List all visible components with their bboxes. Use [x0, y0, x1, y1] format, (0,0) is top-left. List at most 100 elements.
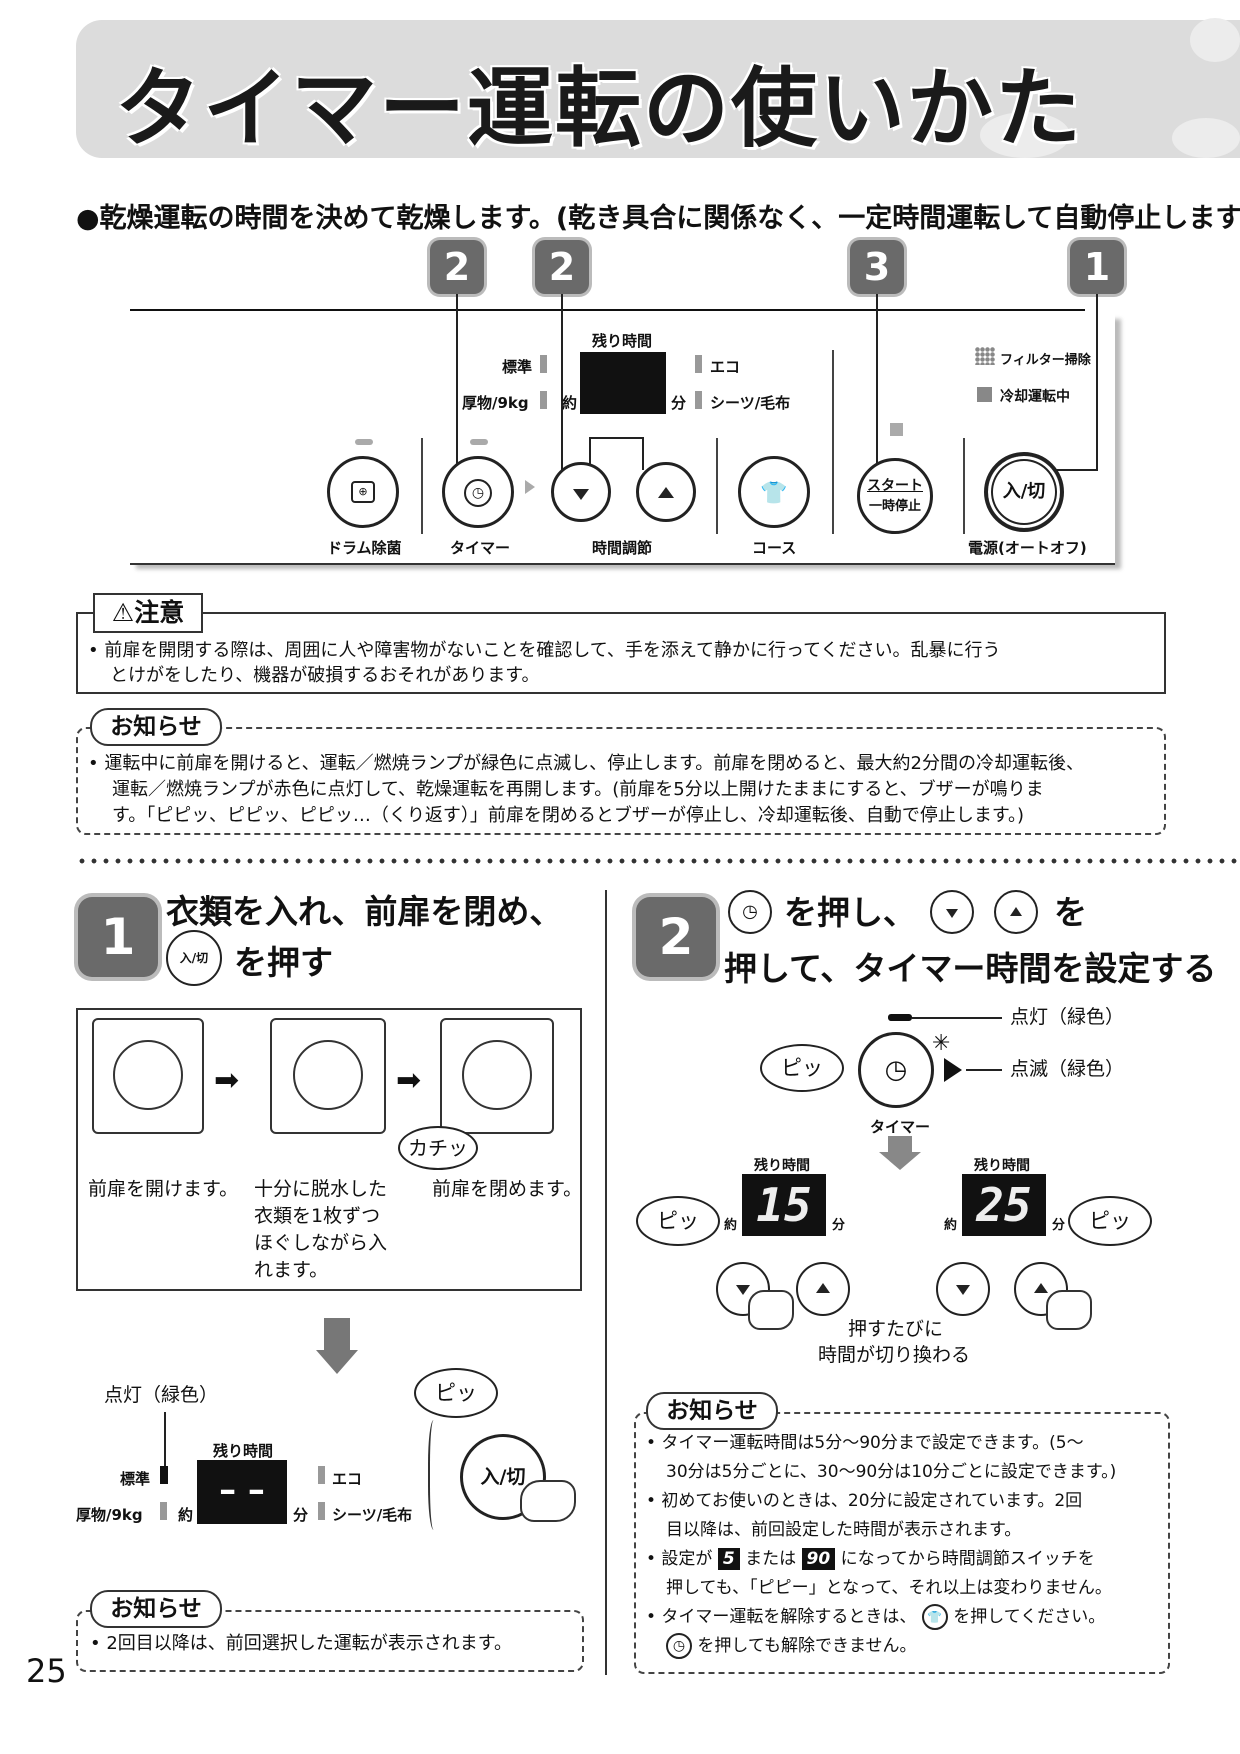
step-1-caption-1: 前扉を開けます。	[88, 1178, 239, 1200]
timer-icon-inline: ◷	[728, 890, 772, 934]
time-down-button-2b	[936, 1262, 990, 1316]
approx-label-3: 約	[724, 1218, 738, 1233]
blink-rays-icon: ✳	[932, 1031, 951, 1056]
step-badge-2b: 2	[535, 240, 589, 294]
step-1-notice-box	[76, 1610, 584, 1672]
mini-display-5: 5	[717, 1548, 740, 1570]
down-arrow-icon-head	[316, 1350, 358, 1374]
blink-arrow-icon	[944, 1058, 962, 1082]
power-button[interactable]: 入/切	[984, 452, 1064, 532]
triangle-up-icon	[1034, 1283, 1048, 1293]
minutes-label-4: 分	[1052, 1218, 1066, 1233]
step-1-title-2: を押す	[234, 943, 333, 982]
lit-green-label: 点灯（緑色）	[104, 1384, 219, 1406]
dryer-illustration	[270, 1018, 386, 1134]
approx-label-4: 約	[944, 1218, 958, 1233]
step-2-notice-2b: 目以降は、前回設定した時間が表示されます。	[666, 1520, 1022, 1540]
dotted-separator	[76, 857, 1240, 865]
leader-line	[912, 1017, 1002, 1019]
display-15: 15	[742, 1174, 826, 1236]
display-dash: – –	[219, 1470, 265, 1510]
step-1-illustration-box	[76, 1008, 582, 1291]
course-std-label: 標準	[502, 358, 533, 376]
blink-green-label: 点滅（緑色）	[1010, 1058, 1125, 1080]
finger-icon	[520, 1480, 576, 1522]
cloud-decoration	[1190, 18, 1240, 62]
step-2-title-3: 押して、タイマー時間を設定する	[724, 949, 1217, 988]
page-number: 25	[26, 1652, 67, 1690]
course-std-label-2: 標準	[120, 1470, 151, 1488]
course-thick-indicator	[540, 391, 547, 409]
step-2-notice-4a: • タイマー運転を解除するときは、 👕 を押してください。	[646, 1604, 1105, 1631]
timer-button[interactable]: ◷	[442, 456, 514, 528]
display-25: 25	[962, 1174, 1046, 1236]
page-title: タイマー運転の使いかた	[115, 59, 1083, 159]
eco-indicator	[695, 355, 702, 373]
notice-tag: お知らせ	[90, 708, 222, 746]
notice-line-1: • 運転中に前扉を開けると、運転／燃焼ランプが緑色に点滅し、停止します。前扉を閉…	[88, 753, 1085, 774]
step-1-notice-text: • 2回目以降は、前回選択した運転が表示されます。	[90, 1633, 512, 1654]
lead-text: ●乾燥運転の時間を決めて乾燥します。(乾き具合に関係なく、一定時間運転して自動停…	[76, 203, 1240, 234]
finger-icon	[748, 1290, 794, 1330]
timer-icon-inline-2: ◷	[666, 1633, 692, 1659]
timer-label-2: タイマー	[870, 1118, 931, 1136]
cloud-decoration	[1172, 118, 1240, 158]
step-1-caption-2c: ほぐしながら入	[254, 1232, 388, 1254]
mini-display-90: 90	[801, 1548, 836, 1570]
dryer-illustration	[440, 1018, 554, 1134]
time-up-button[interactable]	[636, 462, 696, 522]
remain-label: 残り時間	[592, 332, 653, 350]
step-2-badge: 2	[636, 897, 716, 977]
step-1-caption-2b: 衣類を1枚ずつ	[254, 1205, 381, 1227]
down-arrow-icon	[324, 1318, 350, 1354]
notice-line-3: す。「ピピッ、ピピッ、ピピッ…（くり返す）」前扉を閉めるとブザーが停止し、冷却運…	[112, 805, 1025, 826]
caution-text-1: • 前扉を開閉する際は、周囲に人や障害物がないことを確認して、手を添えて静かに行…	[88, 640, 1001, 661]
eco-label: エコ	[710, 358, 741, 376]
sheets-indicator-2	[318, 1502, 325, 1520]
time-adjust-label: 時間調節	[592, 539, 653, 557]
drum-sterilize-button[interactable]: ⊕	[327, 456, 399, 528]
step-2-notice-1a: • タイマー運転時間は5分～90分まで設定できます。(5～	[646, 1433, 1084, 1453]
course-button[interactable]: 👕	[738, 456, 810, 528]
course-icon-inline: 👕	[921, 1604, 948, 1630]
power-icon-label: 入/切	[179, 951, 209, 965]
timer-icon: ◷	[464, 479, 492, 507]
time-down-button[interactable]	[551, 462, 611, 522]
course-label: コース	[752, 539, 797, 557]
step-2-notice-4b: ◷ を押しても解除できません。	[666, 1633, 917, 1660]
power-button-icon: 入/切	[166, 930, 222, 986]
remain-label-2: 残り時間	[213, 1442, 274, 1460]
step-1-notice-tag: お知らせ	[90, 1590, 222, 1628]
notice-3-mid: または	[745, 1549, 797, 1569]
triangle-down-icon	[736, 1285, 750, 1295]
eco-label-2: エコ	[332, 1470, 363, 1488]
step-2-notice-tag: お知らせ	[646, 1392, 778, 1430]
start-pause-button[interactable]: スタート 一時停止	[857, 458, 933, 534]
minutes-label: 分	[671, 394, 687, 412]
remain-label-3: 残り時間	[754, 1158, 810, 1174]
step-1-title-1: 衣類を入れ、前扉を閉め、	[166, 892, 563, 931]
down-icon-inline	[930, 890, 974, 934]
pi-bubble: ピッ	[414, 1368, 498, 1418]
remain-label-4: 残り時間	[974, 1158, 1030, 1174]
course-std-indicator	[540, 355, 547, 373]
leader-lines	[456, 294, 1098, 471]
step-badge-2a: 2	[430, 240, 484, 294]
course-thick-indicator-2	[160, 1502, 167, 1520]
click-bubble: カチッ	[398, 1126, 478, 1170]
triangle-down-icon	[946, 909, 958, 918]
triangle-up-icon	[816, 1283, 830, 1293]
sheets-indicator	[695, 391, 702, 409]
drum-icon: ⊕	[351, 481, 375, 503]
start-label: スタート	[867, 478, 923, 494]
lamp-lit-mark	[888, 1014, 912, 1021]
display-value-25: 25	[976, 1178, 1032, 1232]
minutes-label-3: 分	[832, 1218, 846, 1233]
notice-4-post: を押してください。	[953, 1607, 1106, 1627]
notice-4-pre: • タイマー運転を解除するときは、	[646, 1607, 917, 1627]
step-badge-1: 1	[1070, 240, 1124, 294]
display-value-15: 15	[756, 1178, 812, 1232]
filter-icon	[975, 347, 995, 365]
notice-box	[76, 727, 1166, 835]
down-arrow-icon-head	[879, 1152, 921, 1170]
